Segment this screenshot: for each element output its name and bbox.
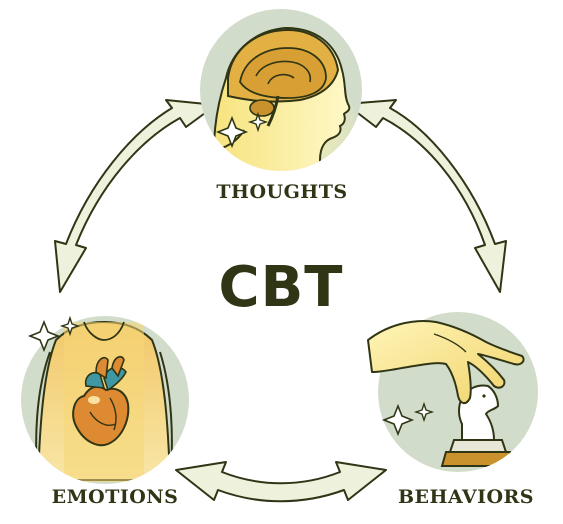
sparkle-icon [59, 315, 81, 337]
node-label-emotions: EMOTIONS [51, 486, 179, 508]
sparkle-icon [215, 115, 249, 149]
head-brain-icon [200, 9, 362, 171]
arrow-emotions-behaviors [175, 461, 387, 503]
arrow-thoughts-behaviors [345, 99, 507, 293]
sparkle-icon [381, 403, 415, 437]
sparkle-icon [247, 111, 269, 133]
node-label-behaviors: BEHAVIORS [397, 486, 535, 508]
node-label-thoughts: THOUGHTS [216, 181, 348, 203]
chest-heart-icon [21, 315, 189, 484]
sparkle-icon [413, 401, 435, 423]
sparkle-icon [27, 319, 61, 353]
arrow-thoughts-emotions [54, 99, 217, 293]
center-title: CBT [218, 255, 344, 320]
hand-chess-knight-icon [367, 312, 538, 472]
